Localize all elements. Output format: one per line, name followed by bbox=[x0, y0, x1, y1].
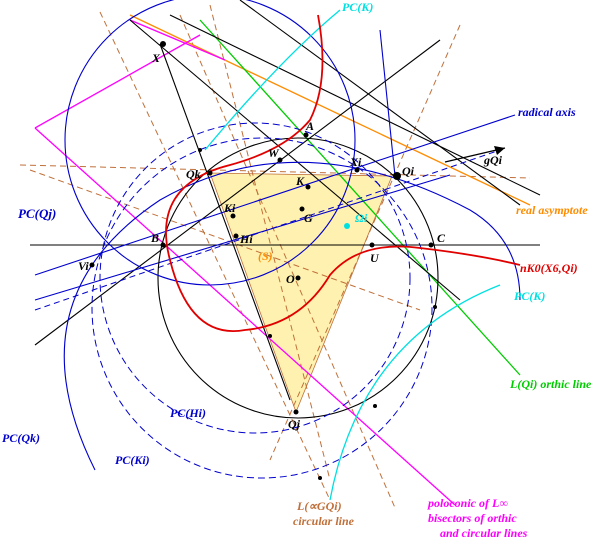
blue-dashed-line bbox=[34, 149, 501, 311]
label-U: U bbox=[370, 251, 380, 265]
label-gqi: gQi bbox=[483, 153, 503, 167]
pc-qk-arc bbox=[63, 161, 521, 471]
pc-k-top-curve bbox=[204, 9, 341, 151]
black-lines bbox=[30, 0, 541, 401]
label-Qi: Qi bbox=[402, 164, 415, 178]
label-S: (S) bbox=[258, 249, 273, 263]
label-A: A bbox=[305, 119, 314, 133]
pc-hi-circle bbox=[99, 122, 411, 434]
real-asymptote-line bbox=[129, 14, 531, 206]
label-W: W bbox=[268, 146, 280, 160]
label-real-asymptote: real asymptote bbox=[516, 203, 588, 217]
label-K: K bbox=[295, 174, 305, 188]
poloconic-line-3 bbox=[34, 34, 201, 129]
label-Qj: Qj bbox=[288, 417, 301, 431]
gqi-arrow bbox=[444, 147, 506, 163]
blue-lines bbox=[34, 29, 516, 301]
pc-k-bottom-curve bbox=[329, 284, 501, 501]
label-circular-line-1: L(∝GQi) bbox=[296, 499, 342, 513]
label-poloconic-1: poloconic of L∞ bbox=[427, 496, 508, 510]
label-pc-qk: PC(Qk) bbox=[2, 431, 40, 445]
nk0-cubic bbox=[165, 14, 521, 332]
label-X: X bbox=[151, 51, 161, 65]
label-circular-line-2: circular line bbox=[293, 514, 355, 528]
point-dots bbox=[89, 41, 437, 480]
label-nk0: nK0(X6,Qi) bbox=[520, 261, 578, 275]
brown-dashed-lines bbox=[19, 4, 531, 511]
label-Ki: Ki bbox=[223, 201, 236, 215]
label-Qk: Qk bbox=[186, 167, 201, 181]
label-orthic-line: L(Qi) orthic line bbox=[509, 377, 592, 391]
pc-qj-circle bbox=[64, 0, 356, 286]
label-B: B bbox=[150, 231, 159, 245]
label-pc-k-top: PC(K) bbox=[342, 0, 373, 14]
label-O: O bbox=[286, 272, 295, 286]
label-poloconic-2: bisectors of orthic bbox=[428, 511, 517, 525]
label-Vi: Vi bbox=[78, 259, 89, 273]
circumcircle bbox=[157, 137, 439, 419]
label-pc-ki: PC(Ki) bbox=[115, 453, 150, 467]
orthic-line bbox=[199, 19, 521, 376]
label-C: C bbox=[437, 231, 446, 245]
gqi-arrowhead bbox=[494, 146, 505, 155]
label-radical-axis: radical axis bbox=[518, 105, 576, 119]
poloconic-line-2 bbox=[34, 127, 456, 506]
label-pc-hi: PC(Hi) bbox=[170, 406, 206, 420]
poloconic-line bbox=[129, 19, 226, 61]
omega-i-dot bbox=[344, 223, 350, 229]
label-Omega-i: Ωi bbox=[355, 211, 368, 225]
label-G: G bbox=[304, 211, 313, 225]
label-pc-qj: PC(Qj) bbox=[18, 206, 56, 221]
label-poloconic-3: and circular lines bbox=[440, 526, 528, 540]
label-Hi: Hi bbox=[239, 232, 253, 246]
label-pc-k-right: PC(K) bbox=[514, 289, 545, 303]
label-Xi: Xi bbox=[349, 155, 362, 169]
pc-ki-circle bbox=[91, 137, 433, 479]
